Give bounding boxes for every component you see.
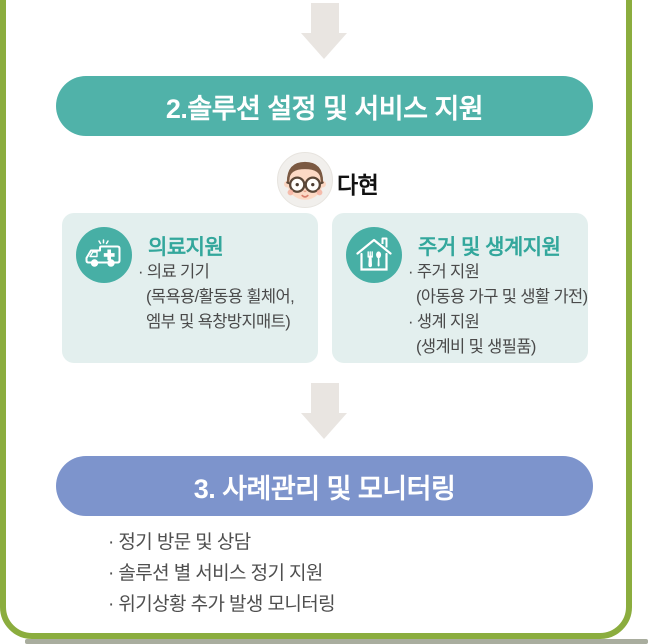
medical-line: (목욕용/활동용 휠체어, xyxy=(146,288,295,306)
down-arrow-shaft xyxy=(310,383,339,413)
card-frame-shadow xyxy=(25,639,648,644)
step2-banner-label: 2.솔루션 설정 및 서비스 지원 xyxy=(165,93,484,124)
medical-line: · 의료 기기 xyxy=(138,263,210,281)
step3-bullet-list: · 정기 방문 및 상담 · 솔루션 별 서비스 정기 지원 · 위기상황 추가… xyxy=(108,527,336,620)
medical-card-body: · 의료 기기 (목욕용/활동용 휠체어, 엠부 및 욕창방지매트) xyxy=(138,260,295,335)
card-frame xyxy=(0,0,632,639)
ambulance-icon xyxy=(76,227,132,283)
down-arrow-icon xyxy=(301,3,348,59)
housing-line: (아동용 가구 및 생활 가전) xyxy=(416,288,588,306)
step3-bullet: · 위기상황 추가 발생 모니터링 xyxy=(108,594,336,615)
housing-line: · 주거 지원 xyxy=(408,263,480,281)
housing-card-title: 주거 및 생계지원 xyxy=(418,236,561,259)
step3-banner-label: 3. 사례관리 및 모니터링 xyxy=(193,473,456,504)
person-name: 다현 xyxy=(337,172,379,198)
down-arrow-head xyxy=(301,33,347,59)
down-arrow-head xyxy=(301,413,347,439)
housing-line: (생계비 및 생필품) xyxy=(416,338,536,356)
step2-banner: 2.솔루션 설정 및 서비스 지원 xyxy=(56,76,593,136)
housing-line: · 생계 지원 xyxy=(408,313,480,331)
medical-support-card: 의료지원 · 의료 기기 (목욕용/활동용 휠체어, 엠부 및 욕창방지매트) xyxy=(62,213,318,363)
medical-card-title: 의료지원 xyxy=(148,236,224,259)
step3-banner: 3. 사례관리 및 모니터링 xyxy=(56,456,593,516)
down-arrow-icon xyxy=(301,383,348,439)
step3-bullet: · 솔루션 별 서비스 정기 지원 xyxy=(108,563,323,584)
housing-card-body: · 주거 지원 (아동용 가구 및 생활 가전) · 생계 지원 (생계비 및 … xyxy=(408,260,588,360)
down-arrow-shaft xyxy=(310,3,339,33)
medical-line: 엠부 및 욕창방지매트) xyxy=(146,313,291,331)
housing-support-card: 주거 및 생계지원 · 주거 지원 (아동용 가구 및 생활 가전) · 생계 … xyxy=(332,213,588,363)
child-avatar-icon xyxy=(277,152,333,208)
step3-bullet: · 정기 방문 및 상담 xyxy=(108,532,251,553)
house-utensils-icon xyxy=(346,227,402,283)
